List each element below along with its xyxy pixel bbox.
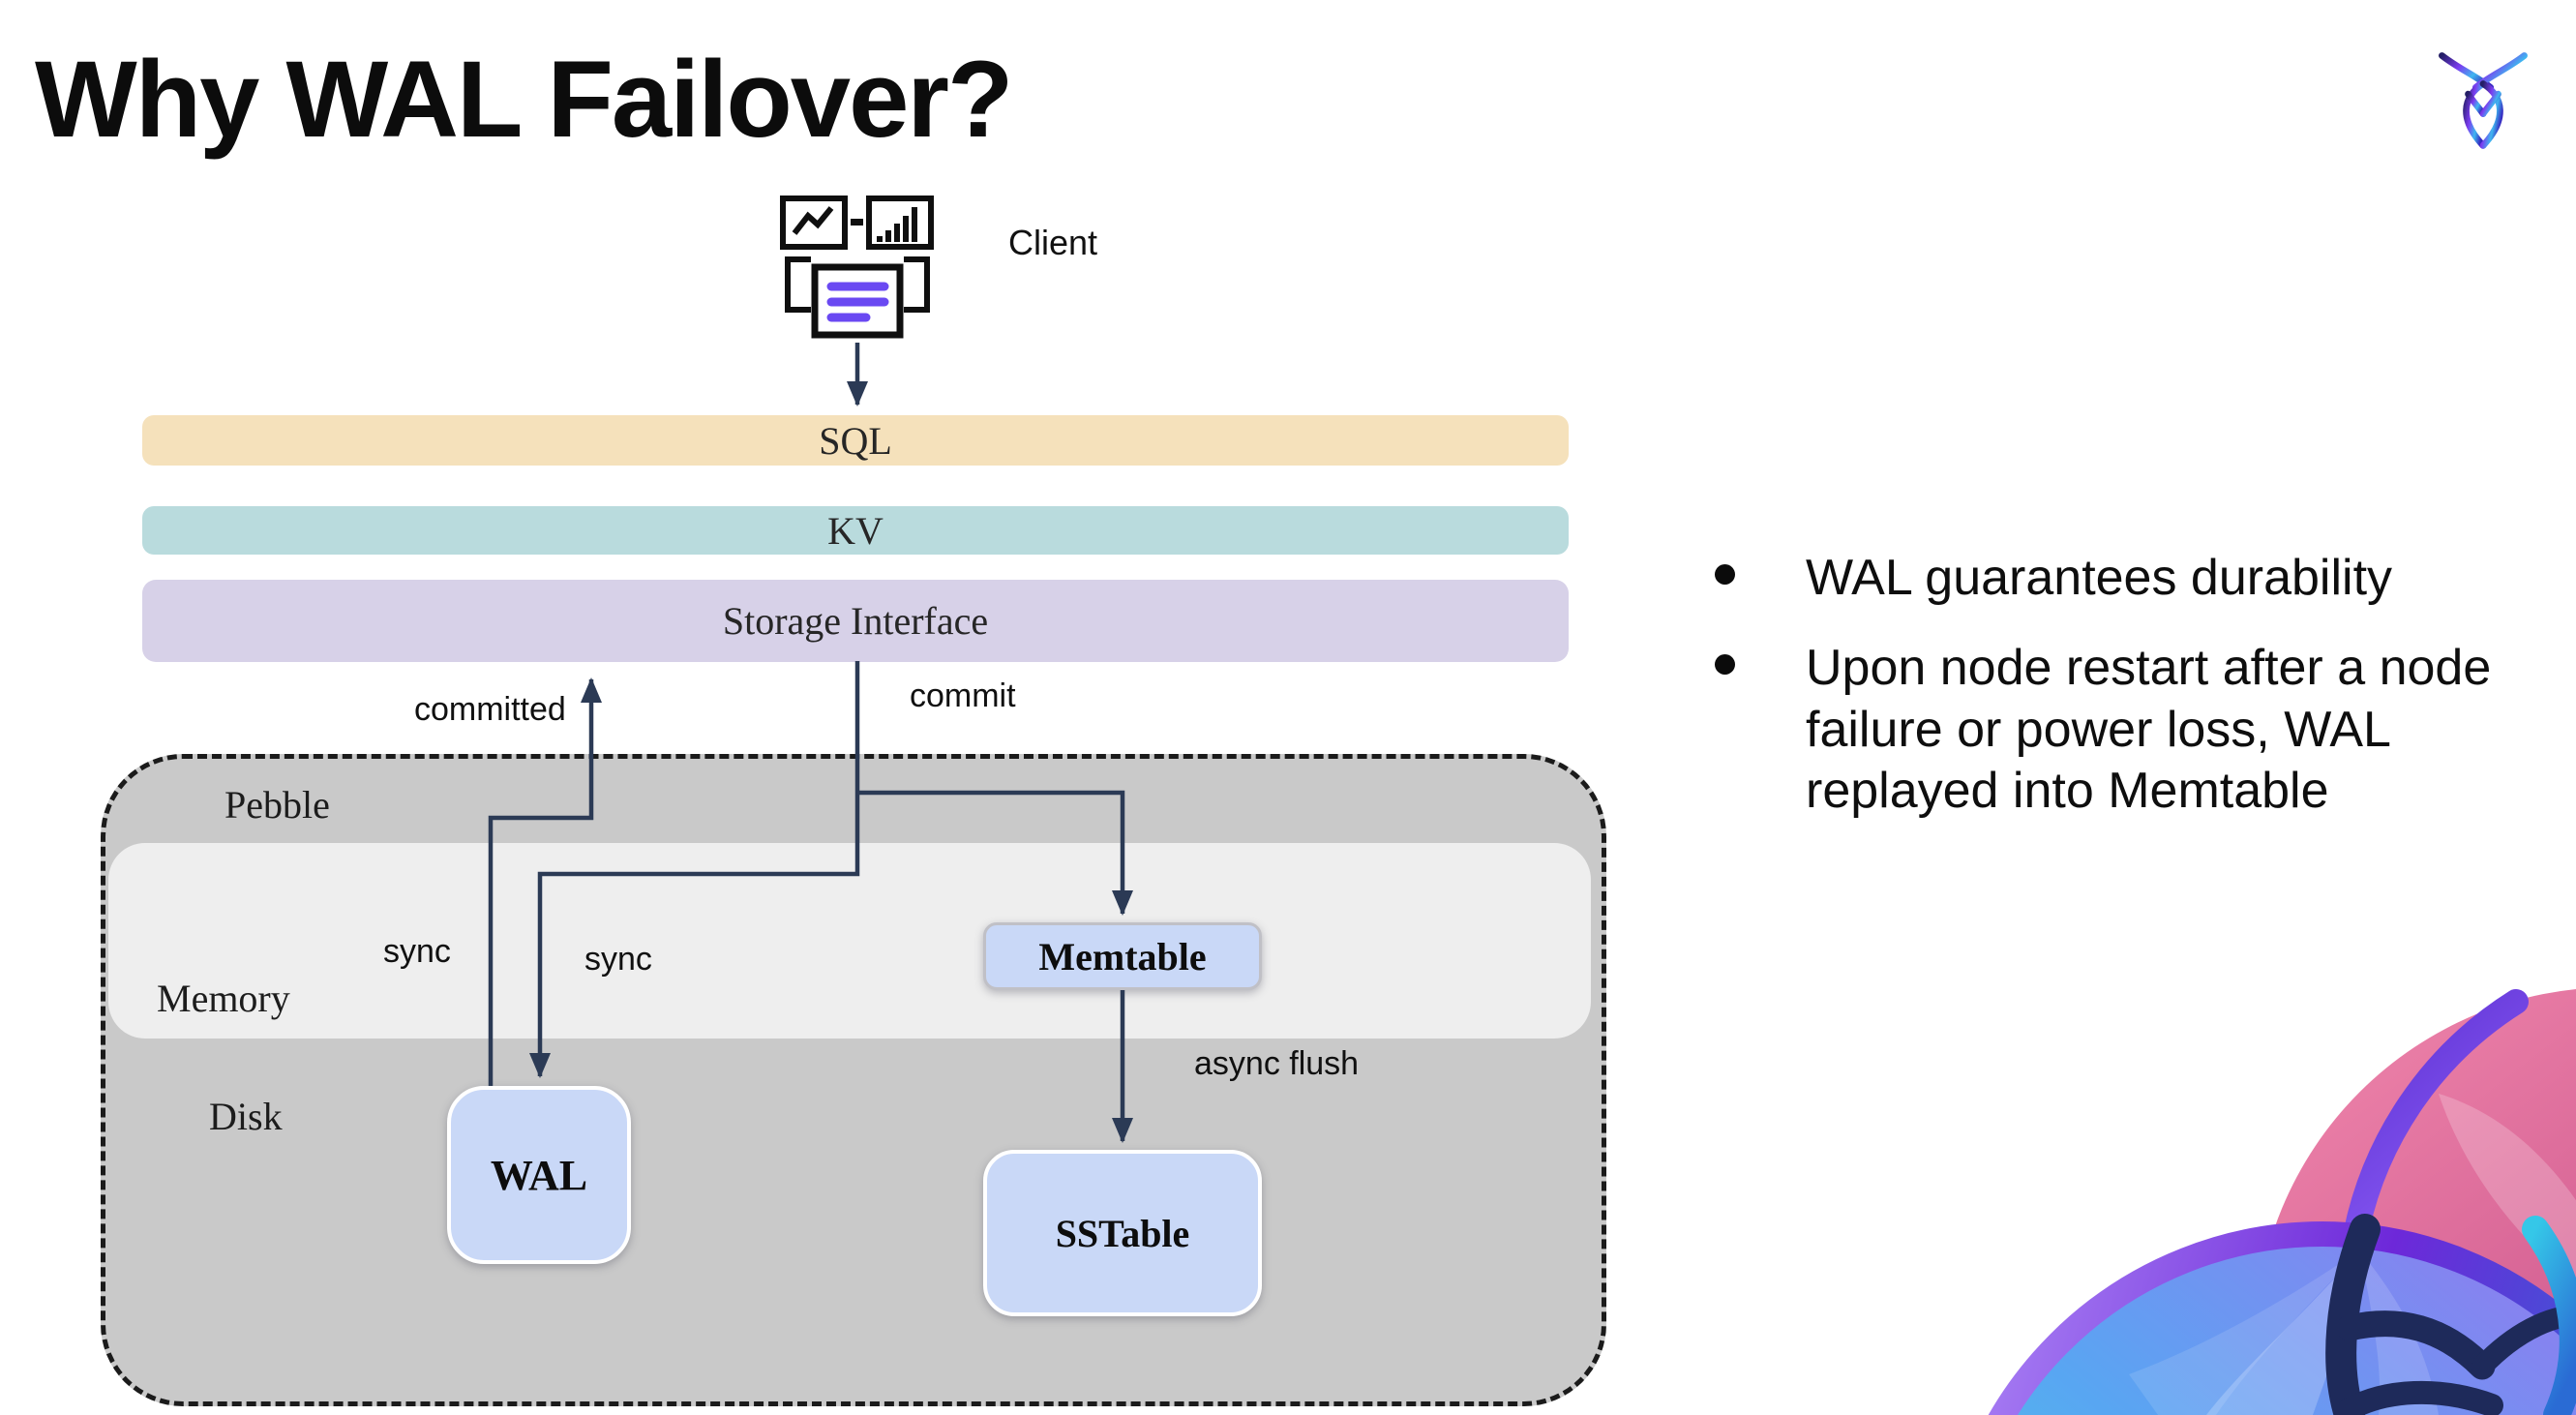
layer-kv-label: KV — [827, 508, 884, 553]
page-title: Why WAL Failover? — [35, 39, 1013, 160]
bullet-dot — [1715, 564, 1735, 585]
layer-kv: KV — [142, 506, 1569, 555]
document-icon — [785, 256, 930, 339]
committed-label: committed — [414, 691, 566, 728]
async-flush-label: async flush — [1194, 1045, 1360, 1082]
memtable-box: Memtable — [983, 922, 1262, 990]
layer-sql: SQL — [142, 415, 1569, 466]
commit-label: commit — [910, 677, 1016, 714]
art-blue-rim — [1988, 1221, 2576, 1415]
layer-storage-interface: Storage Interface — [142, 580, 1569, 662]
disk-label: Disk — [209, 1095, 283, 1138]
dash-connector — [851, 219, 863, 226]
wal-label: WAL — [490, 1151, 588, 1199]
sync-label-left: sync — [383, 933, 451, 970]
client-label: Client — [1008, 223, 1098, 262]
wal-box: WAL — [447, 1086, 631, 1264]
bar-chart-icon — [866, 196, 934, 250]
sstable-box: SSTable — [983, 1150, 1262, 1316]
layer-storage-label: Storage Interface — [722, 599, 989, 643]
bullet-text: WAL guarantees durability — [1806, 550, 2393, 606]
line-chart-icon — [780, 196, 848, 250]
sstable-label: SSTable — [1055, 1211, 1190, 1255]
bullet-item: WAL guarantees durability — [1715, 548, 2537, 609]
bullet-text: Upon node restart after a node failure o… — [1806, 640, 2492, 820]
sync-label-right: sync — [584, 941, 652, 978]
art-teal-arc — [2522, 1216, 2576, 1415]
bullet-item: Upon node restart after a node failure o… — [1715, 638, 2537, 822]
pebble-label: Pebble — [225, 783, 330, 827]
client-icon — [780, 196, 934, 339]
bullet-list: WAL guarantees durability Upon node rest… — [1715, 548, 2537, 852]
memory-band — [108, 843, 1591, 1039]
bullet-dot — [1715, 654, 1735, 676]
art-pink-rim — [2342, 989, 2529, 1253]
brand-artwork — [1988, 989, 2576, 1415]
memory-label: Memory — [157, 977, 290, 1020]
cockroachdb-logo-icon — [2439, 52, 2528, 149]
layer-sql-label: SQL — [819, 418, 892, 463]
memtable-label: Memtable — [1038, 934, 1207, 978]
